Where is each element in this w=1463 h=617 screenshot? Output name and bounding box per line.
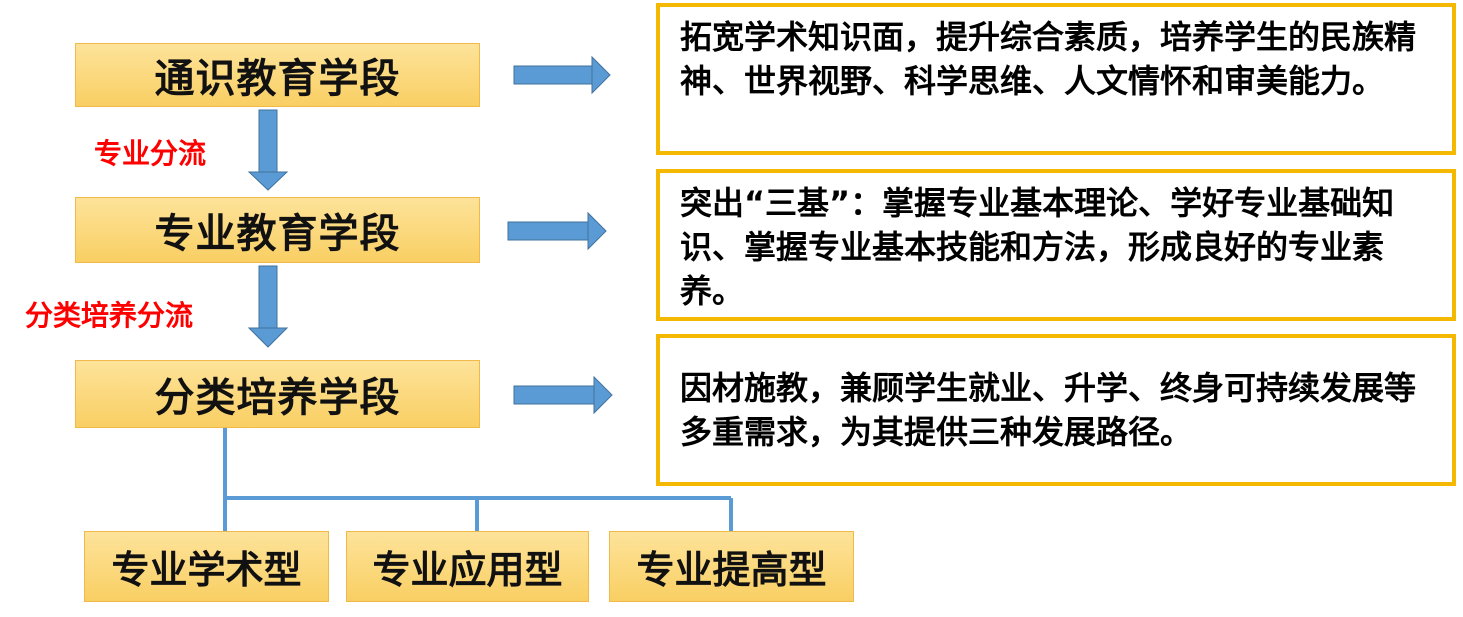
right-arrow-1 (513, 55, 611, 95)
stage-classified-training: 分类培养学段 (75, 360, 480, 428)
stage-major-education: 专业教育学段 (75, 197, 480, 263)
type-advanced: 专业提高型 (609, 531, 854, 602)
stage-general-education: 通识教育学段 (75, 43, 480, 107)
right-arrow-3 (513, 375, 613, 415)
down-arrow-2 (247, 265, 289, 348)
type-label: 专业应用型 (372, 548, 563, 592)
type-label: 专业提高型 (636, 548, 827, 592)
description-classified-training: 因材施教，兼顾学生就业、升学、终身可持续发展等多重需求，为其提供三种发展路径。 (656, 334, 1456, 486)
type-academic: 专业学术型 (84, 531, 329, 602)
right-arrow-2 (507, 211, 607, 251)
type-applied: 专业应用型 (346, 531, 589, 602)
description-general-education: 拓宽学术知识面，提升综合素质，培养学生的民族精神、世界视野、科学思维、人文情怀和… (656, 3, 1456, 155)
description-major-education: 突出“三基”：掌握专业基本理论、学好专业基础知识、掌握专业基本技能和方法，形成良… (656, 169, 1456, 321)
description-text: 拓宽学术知识面，提升综合素质，培养学生的民族精神、世界视野、科学思维、人文情怀和… (680, 18, 1417, 100)
description-text: 因材施教，兼顾学生就业、升学、终身可持续发展等多重需求，为其提供三种发展路径。 (680, 369, 1417, 451)
tree-connector (223, 428, 733, 531)
stage-label: 通识教育学段 (154, 56, 401, 102)
stage-label: 分类培养学段 (154, 375, 401, 421)
flow-label-major-split: 专业分流 (94, 137, 207, 170)
description-text: 突出“三基”：掌握专业基本理论、学好专业基础知识、掌握专业基本技能和方法，形成良… (680, 184, 1395, 310)
flow-label-classified-split: 分类培养分流 (25, 299, 194, 332)
stage-label: 专业教育学段 (154, 211, 401, 257)
down-arrow-1 (247, 109, 289, 191)
type-label: 专业学术型 (111, 548, 302, 592)
